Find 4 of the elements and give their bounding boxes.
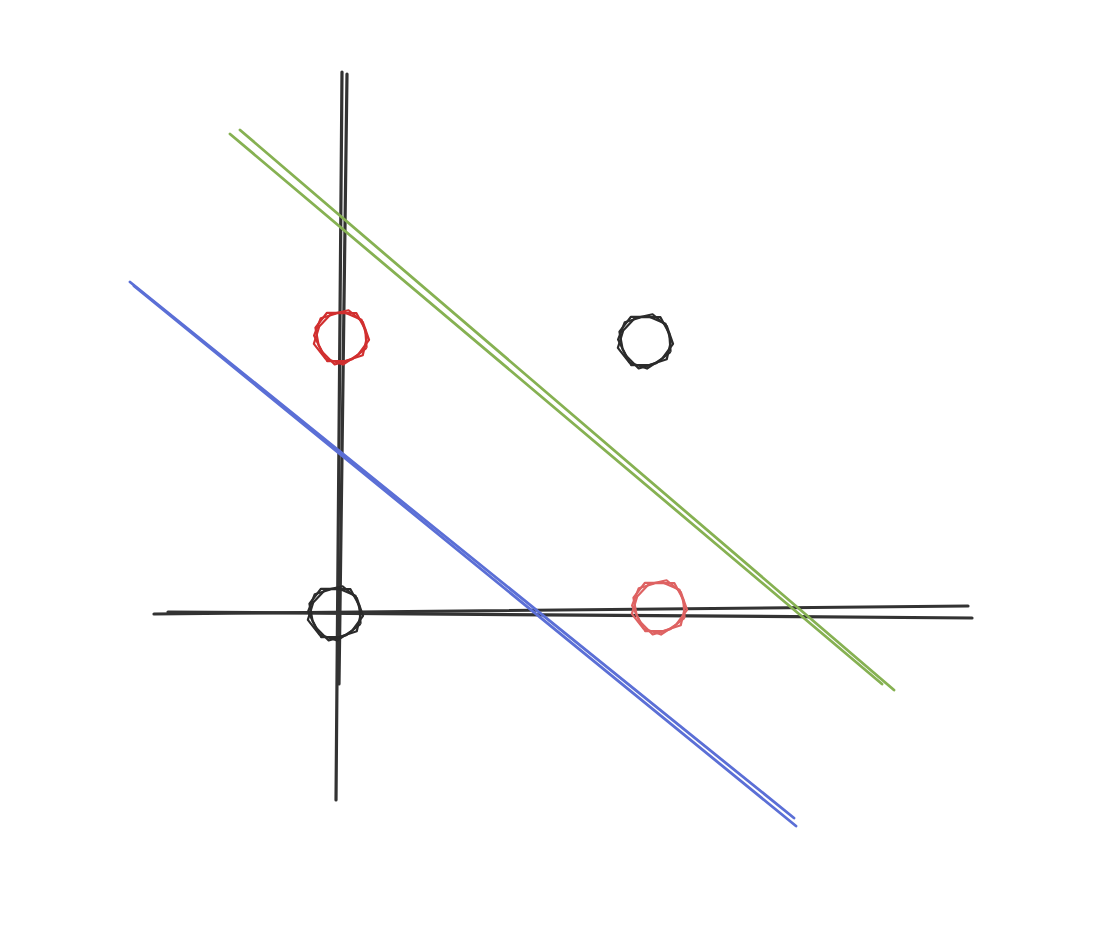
- data-point: [628, 576, 690, 638]
- data-point: [304, 582, 366, 644]
- data-point: [614, 310, 676, 372]
- data-point: [310, 306, 372, 368]
